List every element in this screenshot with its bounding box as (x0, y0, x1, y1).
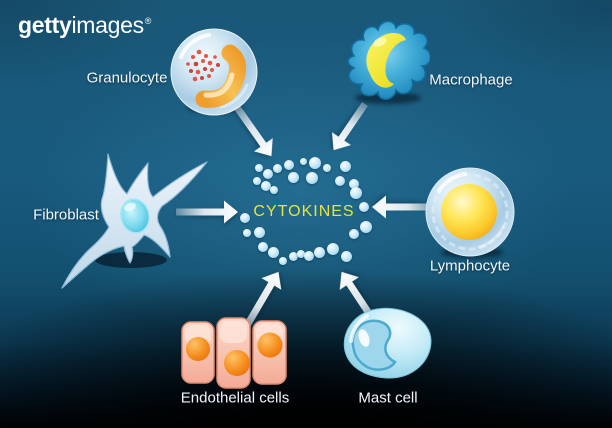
cytokine-bubble (261, 181, 271, 191)
mast-cell-body (343, 307, 432, 379)
arrow-macrophage-to-cytokines (322, 97, 375, 159)
cytokine-bubble (359, 202, 369, 212)
cytokine-bubble (306, 172, 318, 184)
cytokine-bubble (255, 164, 263, 172)
cytokine-bubble (272, 163, 282, 173)
macrophage-cell-illustration (344, 18, 432, 109)
cytokine-bubble (335, 176, 345, 186)
macrophage-label: Macrophage (429, 71, 513, 89)
cytokine-bubble (297, 250, 305, 258)
macrophage-blob (347, 20, 432, 100)
cytokine-bubble (288, 251, 298, 261)
cytokine-bubble (253, 177, 261, 185)
cytokine-bubble (323, 164, 331, 172)
mast-cell-illustration (337, 301, 435, 388)
arrow-fibroblast-to-cytokines (176, 199, 239, 225)
cytokine-bubble (340, 250, 352, 262)
fibroblast-star (61, 153, 208, 289)
cytokine-bubble (270, 186, 278, 194)
fibroblast-cell-illustration (47, 144, 212, 299)
cytokine-bubble (243, 229, 251, 237)
cytokine-bubble (304, 251, 314, 261)
mast-cell-label: Mast cell (358, 389, 418, 407)
cytokine-bubble (350, 187, 362, 199)
granulocyte-cell-illustration (169, 27, 259, 122)
cytokine-bubble (360, 221, 372, 233)
endothelial-cells-illustration (179, 313, 289, 396)
cytokine-bubble (327, 243, 339, 255)
arrow-lymphocyte-to-cytokines (371, 194, 437, 220)
endothelial-cells-group (181, 317, 287, 389)
cytokine-bubble (240, 213, 250, 223)
cytokine-bubble (349, 229, 359, 239)
granulocyte-sphere (170, 28, 258, 116)
granulocyte-label: Granulocyte (86, 69, 168, 87)
lymphocyte-sphere (425, 167, 515, 257)
logo-regular-text: images (71, 12, 144, 38)
cytokine-bubble (299, 157, 307, 165)
cytokine-bubble (339, 160, 351, 172)
logo-bold-text: getty (18, 12, 72, 38)
cytokine-bubble (267, 246, 279, 258)
cytokine-bubble (313, 246, 325, 258)
fibroblast-label: Fibroblast (33, 206, 99, 224)
cytokine-bubble (253, 226, 265, 238)
cytokine-bubble (287, 171, 299, 183)
lymphocyte-label: Lymphocyte (429, 257, 511, 275)
cytokine-bubble (279, 257, 287, 265)
getty-watermark: gettyimages® (18, 12, 151, 39)
arrow-endothelial-to-cytokines (231, 264, 290, 340)
cytokines-center-label: CYTOKINES (253, 203, 355, 220)
arrow-granulocyte-to-cytokines (225, 99, 282, 165)
cytokine-bubble (309, 157, 321, 169)
cytokine-bubble (284, 160, 294, 170)
lymphocyte-cell-illustration (423, 165, 517, 264)
endothelial-cells-label: Endothelial cells (180, 389, 290, 407)
cytokine-bubble (263, 169, 273, 179)
granules (186, 49, 220, 82)
cytokine-bubble (258, 242, 268, 252)
cytokine-bubble (349, 179, 359, 189)
registered-mark: ® (144, 16, 152, 27)
